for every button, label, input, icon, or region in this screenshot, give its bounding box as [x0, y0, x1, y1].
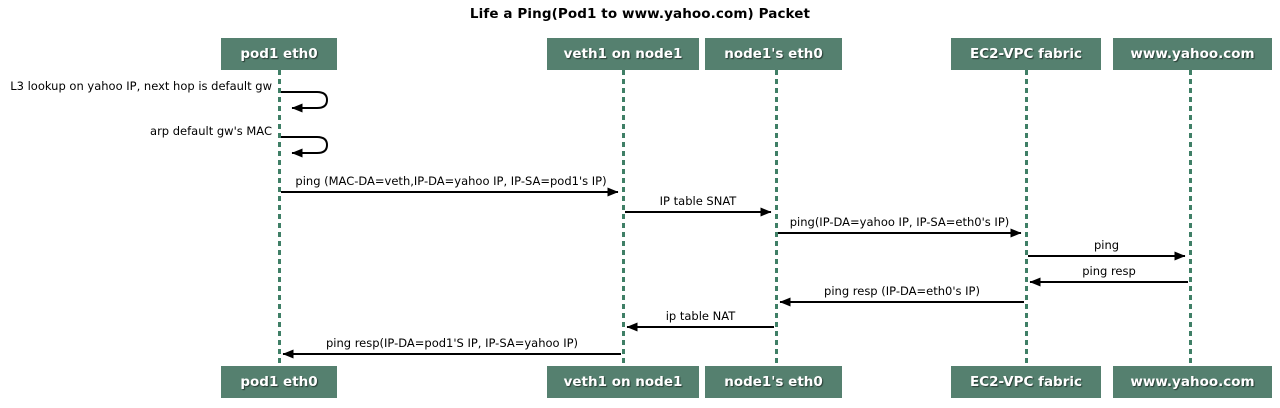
- message-label-m4: IP table SNAT: [659, 194, 737, 208]
- message-label-m8: ping resp (IP-DA=eth0's IP): [824, 284, 980, 298]
- message-label-m5: ping(IP-DA=yahoo IP, IP-SA=eth0's IP): [789, 215, 1010, 229]
- participant-label: node1's eth0: [724, 374, 823, 390]
- message-label-m7: ping resp: [1082, 264, 1136, 278]
- participant-box-bottom-eth0[interactable]: node1's eth0: [705, 366, 842, 398]
- participant-box-bottom-yahoo[interactable]: www.yahoo.com: [1113, 366, 1272, 398]
- participant-label: veth1 on node1: [563, 374, 683, 390]
- participant-box-top-yahoo[interactable]: www.yahoo.com: [1113, 38, 1272, 70]
- message-label-m3: ping (MAC-DA=veth,IP-DA=yahoo IP, IP-SA=…: [295, 174, 607, 188]
- participant-label: pod1 eth0: [240, 374, 318, 390]
- participant-label: www.yahoo.com: [1130, 374, 1255, 390]
- participant-label: EC2-VPC fabric: [969, 374, 1083, 390]
- participant-label: pod1 eth0: [240, 46, 318, 62]
- participant-label: node1's eth0: [724, 46, 823, 62]
- message-label-m1: L3 lookup on yahoo IP, next hop is defau…: [10, 79, 272, 93]
- participant-box-top-fabric[interactable]: EC2-VPC fabric: [951, 38, 1101, 70]
- participant-box-top-pod1[interactable]: pod1 eth0: [221, 38, 337, 70]
- message-label-m6: ping: [1093, 238, 1120, 252]
- participant-label: EC2-VPC fabric: [969, 46, 1083, 62]
- arrow-m2: [281, 136, 329, 158]
- message-label-m10: ping resp(IP-DA=pod1'S IP, IP-SA=yahoo I…: [325, 336, 579, 350]
- participant-label: www.yahoo.com: [1130, 46, 1255, 62]
- lifeline-eth0: [775, 70, 778, 366]
- arrow-m1: [281, 91, 329, 113]
- message-label-m2: arp default gw's MAC: [150, 124, 272, 138]
- message-label-m9: ip table NAT: [665, 309, 736, 323]
- lifeline-yahoo: [1189, 70, 1192, 366]
- lifeline-veth1: [622, 70, 625, 366]
- lifeline-pod1: [278, 70, 281, 366]
- participant-box-bottom-fabric[interactable]: EC2-VPC fabric: [951, 366, 1101, 398]
- participant-box-bottom-veth1[interactable]: veth1 on node1: [547, 366, 699, 398]
- participant-box-top-veth1[interactable]: veth1 on node1: [547, 38, 699, 70]
- participant-label: veth1 on node1: [563, 46, 683, 62]
- lifeline-fabric: [1025, 70, 1028, 366]
- participant-box-top-eth0[interactable]: node1's eth0: [705, 38, 842, 70]
- diagram-title: Life a Ping(Pod1 to www.yahoo.com) Packe…: [469, 6, 811, 22]
- participant-box-bottom-pod1[interactable]: pod1 eth0: [221, 366, 337, 398]
